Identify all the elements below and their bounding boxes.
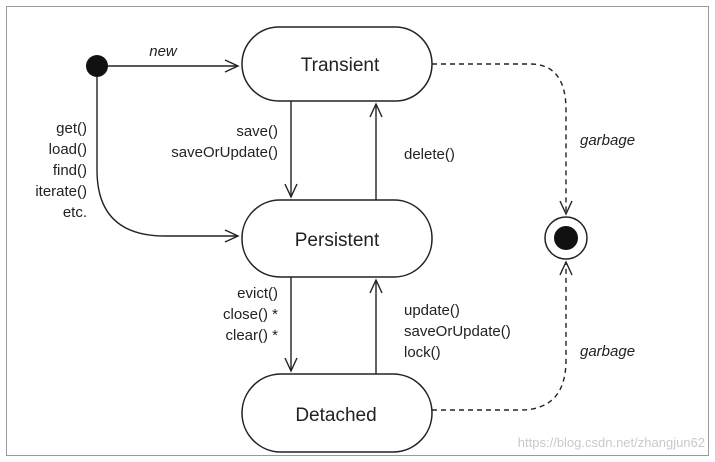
- state-persistent: Persistent: [241, 199, 433, 278]
- label-delete: delete(): [404, 146, 455, 163]
- state-transient-label: Transient: [301, 55, 380, 76]
- label-get: get(): [56, 120, 87, 137]
- label-garbage-top: garbage: [580, 132, 635, 149]
- arrow-garbage-detached: [432, 260, 573, 411]
- label-find: find(): [53, 162, 87, 179]
- label-etc: etc.: [63, 204, 87, 221]
- label-lock: lock(): [404, 344, 441, 361]
- label-close: close() *: [223, 306, 278, 323]
- label-save: save(): [236, 123, 278, 140]
- initial-state-node: [86, 55, 108, 77]
- state-persistent-label: Persistent: [295, 230, 380, 251]
- state-transient: Transient: [241, 26, 433, 102]
- label-save-or-update-2: saveOrUpdate(): [404, 323, 511, 340]
- arrow-garbage-transient: [432, 63, 573, 216]
- label-evict: evict(): [237, 285, 278, 302]
- label-update: update(): [404, 302, 460, 319]
- arrow-load: [96, 77, 240, 243]
- state-detached-label: Detached: [295, 405, 376, 426]
- label-iterate: iterate(): [35, 183, 87, 200]
- label-load: load(): [49, 141, 87, 158]
- final-state-node: [544, 216, 588, 260]
- label-new: new: [149, 43, 178, 60]
- label-clear: clear() *: [225, 327, 278, 344]
- diagram-frame: [6, 6, 709, 456]
- watermark: https://blog.csdn.net/zhangjun62: [518, 435, 705, 450]
- label-save-or-update: saveOrUpdate(): [171, 144, 278, 161]
- state-detached: Detached: [241, 373, 433, 453]
- label-garbage-bottom: garbage: [580, 343, 635, 360]
